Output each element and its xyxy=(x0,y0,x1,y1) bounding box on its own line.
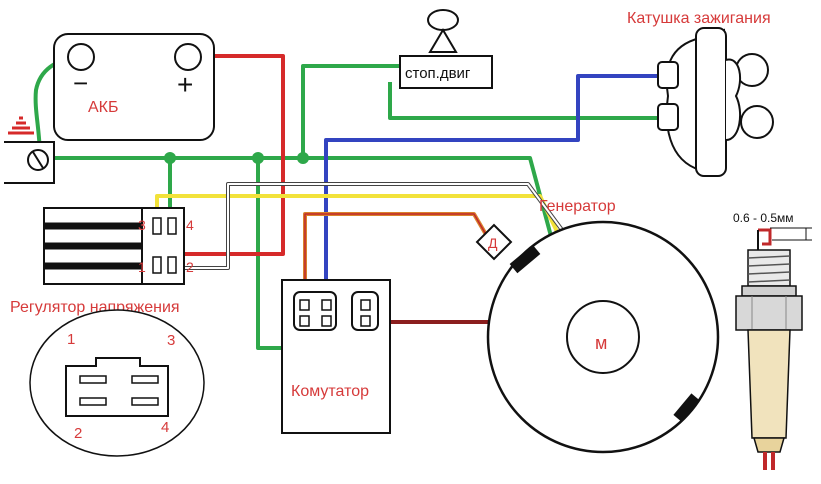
reg-pin-4: 4 xyxy=(186,217,194,233)
reg-pin-2: 2 xyxy=(186,259,194,275)
sensor-label: Д xyxy=(488,235,498,251)
battery-minus-terminal xyxy=(67,43,95,71)
ground-icon xyxy=(4,116,55,184)
connector-pin-2: 2 xyxy=(74,425,82,442)
green-kill-switch-wire xyxy=(301,64,400,158)
magneto-label: м xyxy=(595,333,607,353)
reg-pin-1: 1 xyxy=(138,259,146,275)
connector-pin-1: 1 xyxy=(67,331,75,348)
commutator: Комутатор xyxy=(281,279,391,434)
battery-plus-terminal xyxy=(174,43,202,71)
kill-switch: стоп.двиг xyxy=(399,9,493,89)
voltage-regulator: 3 4 1 2 Регулятор напряжения xyxy=(10,207,194,316)
green-ground-bus xyxy=(40,156,554,241)
red-battery-plus-wire xyxy=(180,54,285,256)
reg-pin-3: 3 xyxy=(138,217,146,233)
commutator-label: Комутатор xyxy=(291,383,369,400)
battery-label: АКБ xyxy=(88,99,119,116)
sensor: Д xyxy=(475,223,513,261)
junction-dot xyxy=(297,152,309,164)
regulator-connector-detail: 1 3 2 4 xyxy=(29,309,205,457)
connector-pin-4: 4 xyxy=(161,419,169,436)
junction-dot xyxy=(252,152,264,164)
generator-label: Генератор xyxy=(539,198,616,215)
battery: − + АКБ xyxy=(53,33,215,141)
generator: м Генератор xyxy=(486,198,720,454)
junction-dot xyxy=(164,152,176,164)
battery-plus-label: + xyxy=(177,69,193,100)
green-kill-to-coil-wire xyxy=(388,82,668,120)
battery-minus-label: − xyxy=(73,68,88,98)
plug-gap-label: 0.6 - 0.5мм xyxy=(733,211,794,225)
connector-pin-3: 3 xyxy=(167,332,175,349)
coil-terminal-top xyxy=(657,61,679,89)
coil-terminal-bottom xyxy=(657,103,679,131)
kill-switch-label: стоп.двиг xyxy=(405,65,471,82)
spark-plug: 0.6 - 0.5мм xyxy=(733,211,812,470)
ignition-coil: Катушка зажигания xyxy=(627,10,774,177)
ignition-coil-label: Катушка зажигания xyxy=(627,10,771,27)
